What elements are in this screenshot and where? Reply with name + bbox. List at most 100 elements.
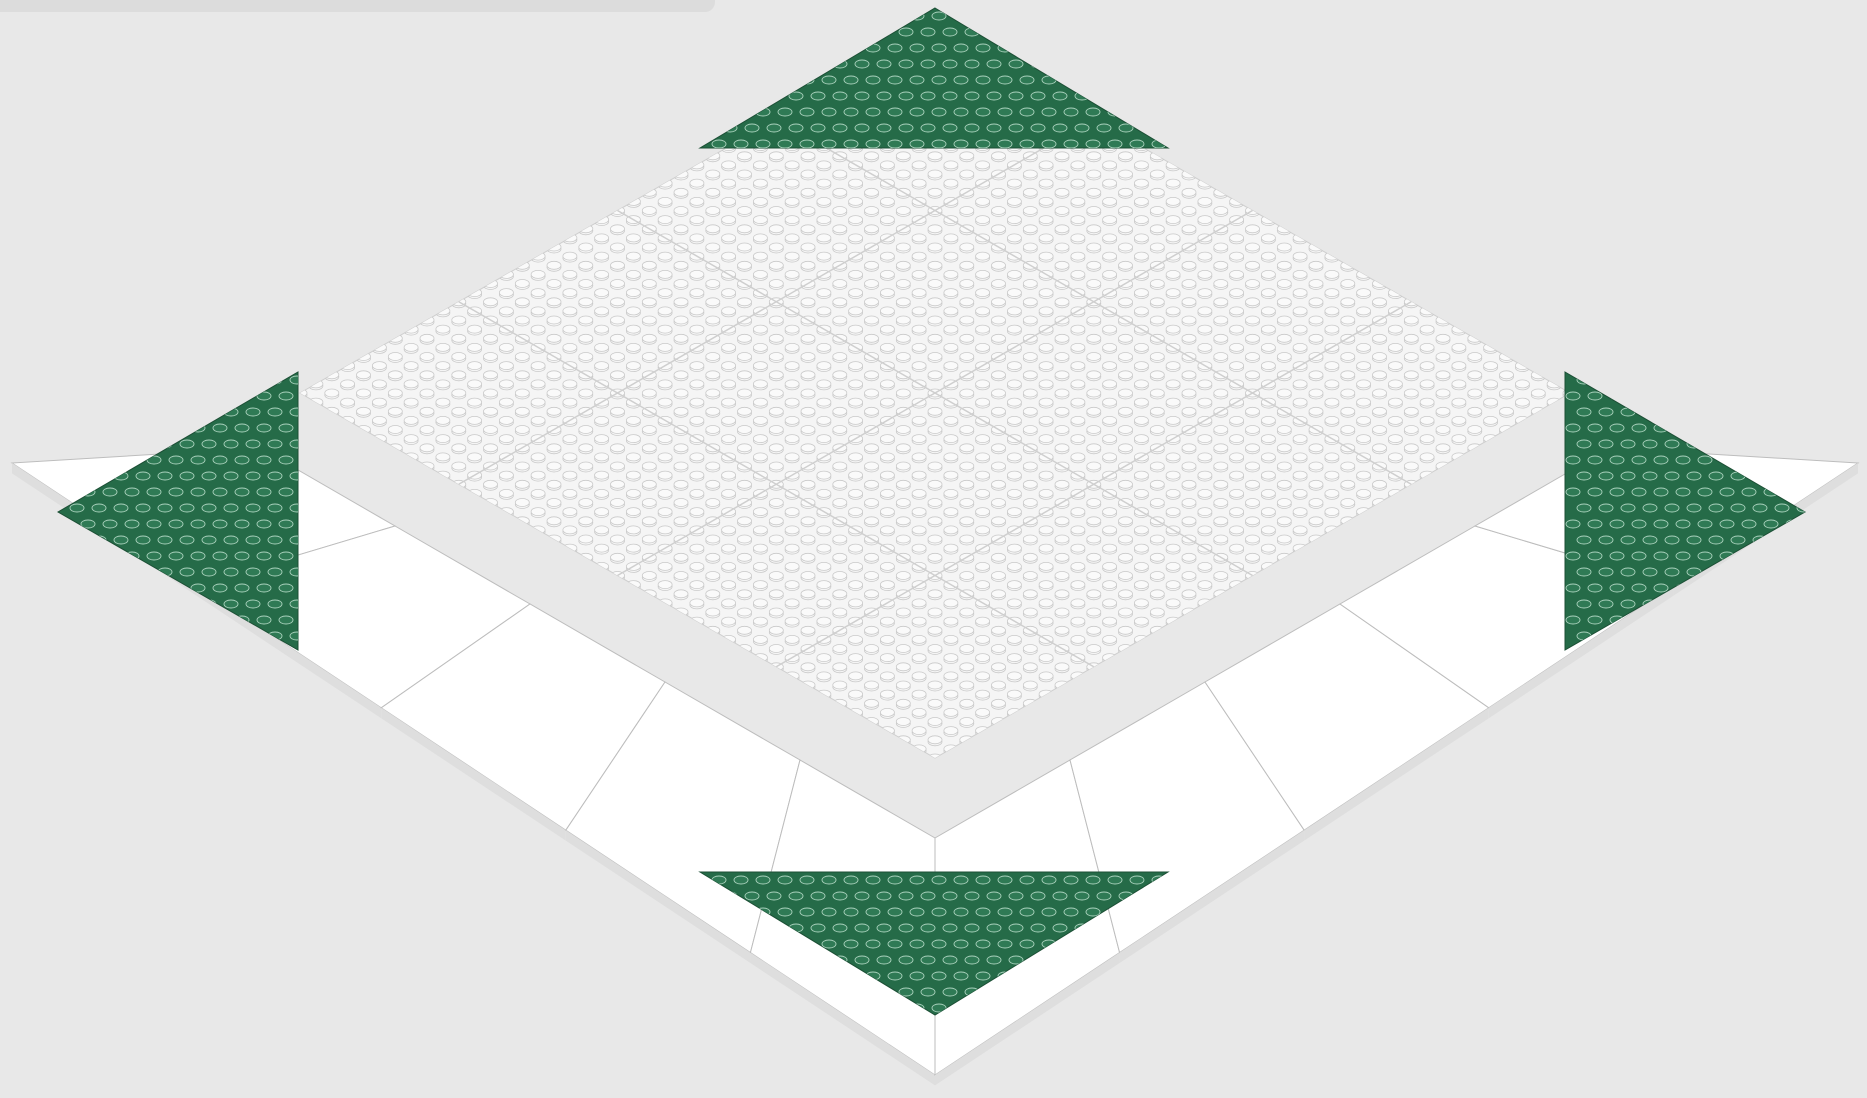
wedge-stud — [921, 988, 935, 996]
wedge-stud — [235, 392, 249, 400]
wedge-stud — [169, 424, 183, 432]
baseplate-stud — [515, 261, 529, 269]
baseplate-stud — [976, 654, 990, 662]
wedge-stud — [1687, 504, 1701, 512]
baseplate-stud — [785, 161, 799, 169]
baseplate-stud — [658, 197, 672, 205]
baseplate-stud — [992, 225, 1006, 233]
wedge-stud — [789, 60, 803, 68]
baseplate-stud — [817, 672, 831, 680]
baseplate-stud — [1055, 389, 1069, 397]
baseplate-stud — [912, 708, 926, 716]
wedge-stud — [1742, 392, 1756, 400]
baseplate-stud — [1293, 289, 1307, 297]
baseplate-stud — [960, 663, 974, 671]
wedge-stud — [734, 76, 748, 84]
baseplate-stud — [1452, 398, 1466, 406]
wedge-stud — [910, 876, 924, 884]
baseplate-stud — [1230, 325, 1244, 333]
wedge-stud — [1130, 140, 1144, 148]
baseplate-stud — [849, 197, 863, 205]
baseplate-stud — [1230, 252, 1244, 260]
wedge-stud — [1108, 108, 1122, 116]
baseplate-stud — [579, 389, 593, 397]
baseplate-stud — [896, 280, 910, 288]
baseplate-stud — [1071, 197, 1085, 205]
baseplate-stud — [738, 207, 752, 215]
wedge-stud — [1119, 988, 1133, 996]
wedge-stud — [998, 12, 1012, 20]
wedge-stud — [1676, 552, 1690, 560]
wedge-stud — [1698, 520, 1712, 528]
baseplate-stud — [1198, 398, 1212, 406]
wedge-stud — [734, 876, 748, 884]
baseplate-stud — [1150, 225, 1164, 233]
baseplate-stud — [1277, 389, 1291, 397]
baseplate-stud — [531, 453, 545, 461]
baseplate-stud — [944, 617, 958, 625]
wedge-stud — [103, 584, 117, 592]
baseplate-stud — [531, 289, 545, 297]
wedge-stud — [877, 92, 891, 100]
baseplate-stud — [896, 718, 910, 726]
baseplate-stud — [309, 380, 323, 388]
baseplate-stud — [1166, 544, 1180, 552]
baseplate-stud — [769, 645, 783, 653]
baseplate-stud — [1023, 462, 1037, 470]
baseplate-stud — [976, 307, 990, 315]
baseplate-stud — [785, 544, 799, 552]
baseplate-stud — [769, 535, 783, 543]
baseplate-stud — [579, 517, 593, 525]
baseplate-stud — [944, 289, 958, 297]
wedge-stud — [932, 876, 946, 884]
wedge-stud — [976, 108, 990, 116]
wedge-stud — [1130, 76, 1144, 84]
baseplate-stud — [626, 435, 640, 443]
wedge-stud — [767, 988, 781, 996]
wedge-stud — [866, 12, 880, 20]
wedge-stud — [213, 392, 227, 400]
baseplate-stud — [1055, 152, 1069, 160]
wedge-stud — [103, 424, 117, 432]
wedge-stud — [114, 600, 128, 608]
wedge-stud — [279, 616, 293, 624]
baseplate-stud — [896, 681, 910, 689]
wedge-stud — [1654, 584, 1668, 592]
baseplate-stud — [1119, 480, 1133, 488]
baseplate-stud — [372, 343, 386, 351]
wedge-stud — [921, 892, 935, 900]
baseplate-stud — [992, 517, 1006, 525]
baseplate-stud — [1166, 161, 1180, 169]
wedge-stud — [70, 408, 84, 416]
baseplate-stud — [880, 672, 894, 680]
baseplate-stud — [738, 334, 752, 342]
baseplate-stud — [1134, 599, 1148, 607]
wedge-stud — [734, 140, 748, 148]
baseplate-stud — [1007, 562, 1021, 570]
baseplate-stud — [1452, 435, 1466, 443]
wedge-stud — [1152, 12, 1166, 20]
baseplate-stud — [992, 280, 1006, 288]
wedge-stud — [1097, 988, 1111, 996]
wedge-stud — [70, 504, 84, 512]
baseplate-stud — [880, 435, 894, 443]
wedge-stud — [976, 972, 990, 980]
wedge-stud — [81, 392, 95, 400]
baseplate-stud — [1182, 280, 1196, 288]
baseplate-stud — [1039, 252, 1053, 260]
baseplate-stud — [912, 307, 926, 315]
baseplate-stud — [960, 699, 974, 707]
wedge-stud — [789, 892, 803, 900]
wedge-stud — [701, 28, 715, 36]
baseplate-stud — [865, 444, 879, 452]
baseplate-stud — [960, 353, 974, 361]
baseplate-stud — [880, 526, 894, 534]
wedge-stud — [910, 76, 924, 84]
baseplate-stud — [1023, 371, 1037, 379]
wedge-stud — [1797, 440, 1811, 448]
wedge-stud — [257, 456, 271, 464]
baseplate-stud — [484, 334, 498, 342]
baseplate-stud — [896, 444, 910, 452]
baseplate-stud — [880, 690, 894, 698]
wedge-stud — [1610, 424, 1624, 432]
